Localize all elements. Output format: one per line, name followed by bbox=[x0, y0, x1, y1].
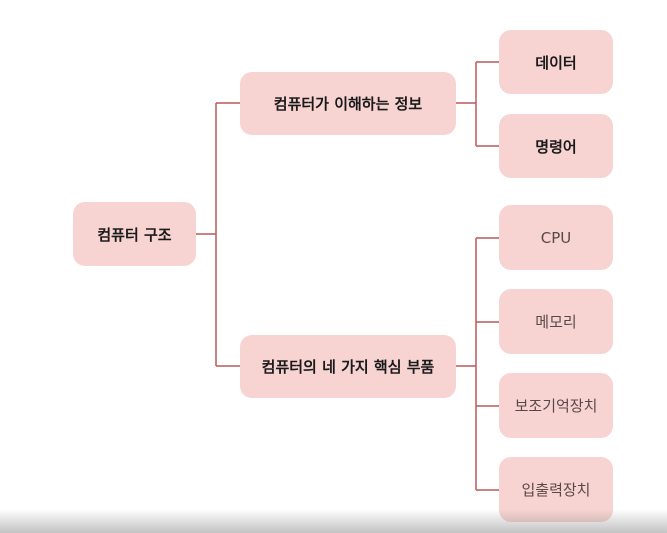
leaf-node-io-label: 입출력장치 bbox=[521, 481, 591, 499]
branch-node-information: 컴퓨터가 이해하는 정보 bbox=[240, 72, 456, 135]
leaf-node-storage: 보조기억장치 bbox=[499, 373, 613, 438]
leaf-node-memory: 메모리 bbox=[499, 289, 613, 354]
leaf-node-memory-label: 메모리 bbox=[535, 313, 577, 331]
root-node-label: 컴퓨터 구조 bbox=[97, 225, 172, 244]
branch-node-components: 컴퓨터의 네 가지 핵심 부품 bbox=[240, 335, 456, 398]
root-node: 컴퓨터 구조 bbox=[73, 202, 196, 266]
branch-node-components-label: 컴퓨터의 네 가지 핵심 부품 bbox=[261, 358, 435, 376]
connector-group bbox=[196, 61, 499, 491]
leaf-node-data-label: 데이터 bbox=[535, 53, 577, 72]
leaf-node-data: 데이터 bbox=[499, 30, 613, 94]
leaf-node-instruction-label: 명령어 bbox=[535, 137, 577, 156]
leaf-node-storage-label: 보조기억장치 bbox=[514, 397, 598, 415]
leaf-node-cpu: CPU bbox=[499, 205, 613, 270]
leaf-node-io: 입출력장치 bbox=[499, 457, 613, 522]
leaf-node-instruction: 명령어 bbox=[499, 114, 613, 178]
leaf-node-cpu-label: CPU bbox=[540, 228, 572, 247]
branch-node-information-label: 컴퓨터가 이해하는 정보 bbox=[273, 95, 423, 113]
